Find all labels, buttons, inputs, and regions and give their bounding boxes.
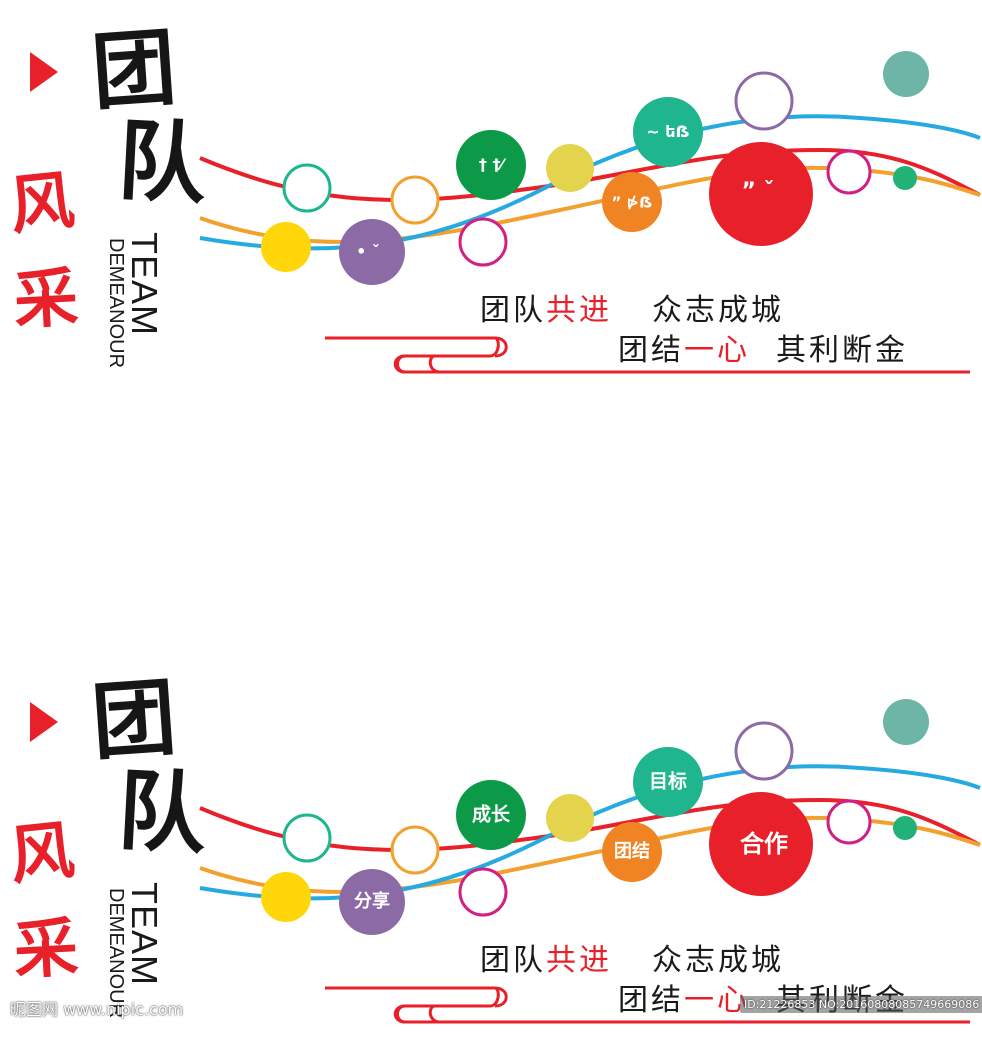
slogan-line-2: 团结一心其利断金 — [618, 336, 908, 366]
circle-ring-magenta-2 — [826, 149, 872, 195]
bubble-label-goal: 目标 — [648, 770, 688, 793]
circle-yellow — [261, 872, 311, 922]
slogan-1a: 团队 — [480, 293, 546, 328]
slogan-line-1: 团队共进 众志成城 — [480, 946, 784, 976]
title-char-cai: 采 — [12, 910, 80, 989]
slogan-2a: 团结 — [618, 333, 684, 368]
bubble-label-share: 分享 — [354, 891, 390, 912]
circle-purple — [339, 869, 405, 935]
circle-small-green — [893, 166, 917, 190]
circle-teal — [633, 747, 703, 817]
circle-ring-orange — [390, 825, 440, 875]
circle-ring-purple — [734, 71, 794, 131]
cloud-scroll-2 — [393, 986, 508, 1024]
watermark-id: ID:21226853 NO:20160808085749669086 — [740, 996, 982, 1013]
circle-teal — [633, 97, 703, 167]
circle-ring-teal — [282, 163, 332, 213]
decor-waves — [199, 51, 981, 374]
red-triangle-marker — [30, 52, 58, 92]
slogan-line-1: 团队共进 众志成城 — [480, 296, 784, 326]
bubble-label-green: † †⁄ — [478, 155, 504, 174]
bubble-label-orange: ” ⋫ẞ — [611, 193, 653, 212]
panel-bottom: 团 队 风 采 TEAM DEMEANOUR 成长 目标 团结 合作 分享 团队… — [0, 650, 982, 1050]
circle-gray-teal — [883, 699, 929, 745]
slogan-2a: 团结 — [618, 983, 684, 1018]
bubble-label-unity: 团结 — [614, 841, 650, 862]
circle-ring-purple — [734, 721, 794, 781]
bubble-label-teal: ~ եẞ — [646, 122, 690, 141]
circle-purple — [339, 219, 405, 285]
circle-orange — [602, 822, 662, 882]
circle-red — [709, 792, 813, 896]
circle-yellow-2 — [546, 794, 594, 842]
circle-ring-orange — [390, 175, 440, 225]
slogan-1b: 共进 — [546, 943, 612, 978]
circle-orange — [602, 172, 662, 232]
bubble-label-cooperation: 合作 — [740, 830, 788, 858]
slogan-1c: 众志成城 — [652, 943, 784, 978]
circle-ring-teal — [282, 813, 332, 863]
title-char-dui: 队 — [115, 107, 209, 217]
circle-red — [709, 142, 813, 246]
circle-green — [456, 780, 526, 850]
circle-ring-magenta-2 — [826, 799, 872, 845]
bubble-label-red: ” ˇ — [741, 179, 775, 204]
circle-ring-magenta — [458, 217, 508, 267]
circle-yellow — [261, 222, 311, 272]
slogan-2c: 其利断金 — [776, 333, 908, 368]
slogan-2b: 一心 — [684, 333, 750, 368]
slogan-2b: 一心 — [684, 983, 750, 1018]
circle-yellow-2 — [546, 144, 594, 192]
bubble-label-growth: 成长 — [471, 803, 511, 826]
slogan-1b: 共进 — [546, 293, 612, 328]
title-char-dui: 队 — [115, 757, 209, 867]
watermark-site: 昵图网 www.nipic.com — [10, 1000, 184, 1019]
circle-ring-magenta — [458, 867, 508, 917]
panel-top: 团 队 风 采 TEAM DEMEANOUR † †⁄ ~ եẞ ” ⋫ẞ ” … — [0, 0, 982, 400]
title-en-demeanour: DEMEANOUR — [105, 238, 127, 369]
circle-small-green — [893, 816, 917, 840]
circle-gray-teal — [883, 51, 929, 97]
circle-green — [456, 130, 526, 200]
decor-waves-2 — [199, 699, 981, 1024]
title-en-team: TEAM — [124, 882, 165, 987]
slogan-1a: 团队 — [480, 943, 546, 978]
red-triangle-marker — [30, 702, 58, 742]
title-char-cai: 采 — [12, 260, 80, 339]
title-char-tuan: 团 — [88, 667, 180, 772]
title-char-feng: 风 — [6, 162, 78, 245]
bubble-label-purple: • ˇ — [356, 242, 380, 261]
cloud-scroll — [393, 336, 508, 374]
title-char-tuan: 团 — [88, 17, 180, 122]
title-char-feng: 风 — [6, 812, 78, 895]
slogan-1c: 众志成城 — [652, 293, 784, 328]
title-en-team: TEAM — [124, 232, 165, 337]
